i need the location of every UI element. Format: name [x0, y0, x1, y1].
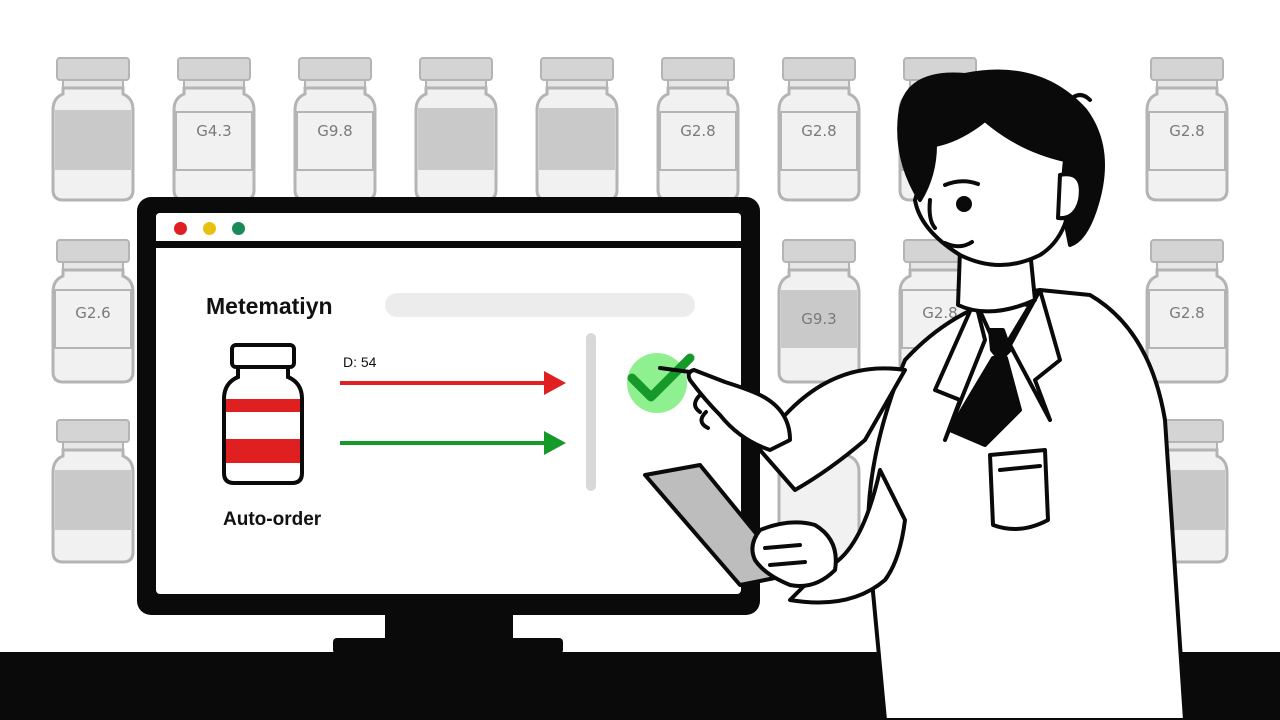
bottle-label: G2.8	[801, 122, 836, 140]
arrow-right-icon	[340, 371, 566, 395]
shelf-bottle	[51, 238, 135, 384]
shelf-bottle	[172, 56, 256, 202]
dose-label: D: 54	[343, 354, 377, 370]
maximize-button[interactable]	[232, 222, 245, 235]
shelf-bottle	[414, 56, 498, 202]
monitor-stand	[333, 638, 563, 654]
arrow-right-icon	[340, 431, 566, 455]
window-titlebar	[156, 213, 741, 241]
screen-graphics	[222, 343, 566, 485]
hair	[897, 69, 1105, 247]
holding-hand	[750, 520, 838, 588]
medication-title: Metematiyn	[206, 293, 333, 319]
vertical-divider	[586, 333, 596, 491]
shelf-bottle	[535, 56, 619, 202]
shelf-bottle	[777, 56, 861, 202]
search-input[interactable]	[385, 293, 695, 317]
close-button[interactable]	[174, 222, 187, 235]
shelf-bottle	[51, 418, 135, 564]
bottle-label: G2.8	[1169, 122, 1204, 140]
bottle-label: G2.8	[922, 304, 957, 322]
bottle-label: G2.6	[75, 304, 110, 322]
minimize-button[interactable]	[203, 222, 216, 235]
holding-arm	[788, 468, 907, 605]
shelf-bottle	[777, 238, 861, 384]
shelf-bottle	[51, 56, 135, 202]
bottle-label: G2.8	[680, 122, 715, 140]
titlebar-divider	[156, 241, 741, 248]
medicine-vial-icon	[222, 343, 304, 485]
shelf-bottle	[656, 56, 740, 202]
bottle-label: G2.8	[1169, 304, 1204, 322]
shelf-bottle	[1145, 56, 1229, 202]
necktie	[988, 328, 1012, 362]
bottle-label: G4.3	[196, 122, 231, 140]
bottle-label: G9.8	[317, 122, 352, 140]
pointing-hand	[686, 368, 792, 452]
auto-order-label[interactable]: Auto-order	[223, 509, 322, 530]
app-window: Metematiyn D: 54 Auto-order	[156, 213, 741, 594]
coat-pocket	[988, 448, 1050, 531]
bottle-label: G9.3	[801, 310, 836, 328]
shelf-bottle	[293, 56, 377, 202]
shelf-bottle	[1145, 238, 1229, 384]
